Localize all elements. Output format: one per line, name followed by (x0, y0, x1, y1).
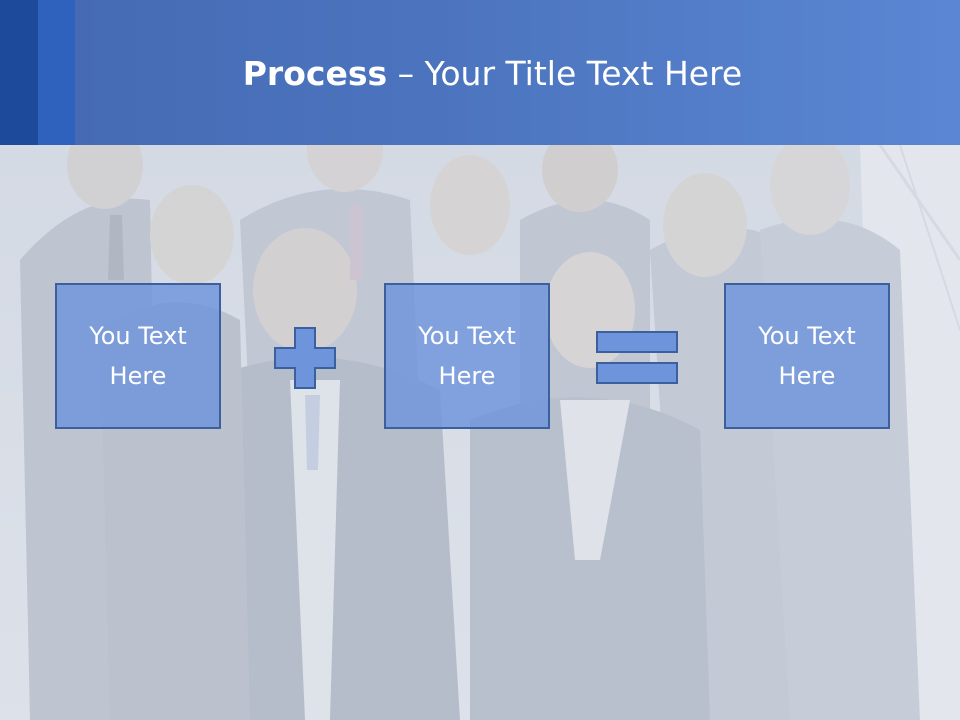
banner-accent-dark (0, 0, 38, 145)
plus-icon (273, 326, 337, 390)
process-box-1[interactable]: You Text Here (55, 283, 221, 429)
title-rest: – Your Title Text Here (387, 54, 743, 93)
process-box-1-text: You Text Here (89, 322, 187, 390)
banner-accent-mid (38, 0, 75, 145)
process-box-2[interactable]: You Text Here (384, 283, 550, 429)
process-box-3-text: You Text Here (758, 322, 856, 390)
title-banner: Process – Your Title Text Here (0, 0, 960, 145)
title-bold: Process (242, 54, 388, 93)
process-box-2-text: You Text Here (418, 322, 516, 390)
equals-icon (596, 331, 678, 385)
process-box-3[interactable]: You Text Here (724, 283, 890, 429)
slide-title[interactable]: Process – Your Title Text Here (0, 52, 960, 96)
